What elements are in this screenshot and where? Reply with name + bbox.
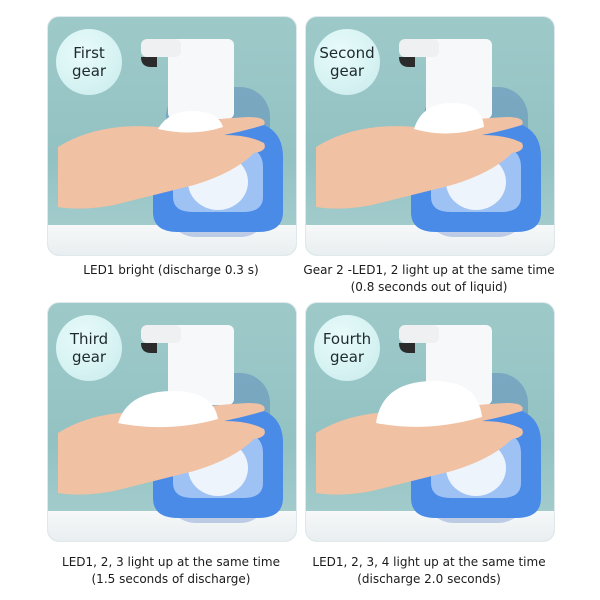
soap-dispenser-illustration xyxy=(58,39,283,237)
panel-third-gear: Third gear xyxy=(47,302,297,542)
soap-dispenser-illustration xyxy=(58,325,283,523)
gear-caption: LED1, 2, 3, 4 light up at the same time … xyxy=(312,555,546,586)
soap-dispenser-illustration xyxy=(316,325,541,523)
gear-badge: First gear xyxy=(56,29,122,95)
gear-caption: LED1 bright (discharge 0.3 s) xyxy=(83,263,259,277)
gear-caption: LED1, 2, 3 light up at the same time (1.… xyxy=(62,555,280,586)
panel-fourth-gear: Fourth gear xyxy=(305,302,555,542)
gear-caption: Gear 2 -LED1, 2 light up at the same tim… xyxy=(303,263,555,294)
gear-badge: Fourth gear xyxy=(314,315,380,381)
soap-dispenser-illustration xyxy=(316,39,541,237)
panel-first-gear: First gear xyxy=(47,16,297,256)
gear-badge: Second gear xyxy=(314,29,380,95)
gear-badge: Third gear xyxy=(56,315,122,381)
panel-second-gear: Second gear xyxy=(305,16,555,256)
